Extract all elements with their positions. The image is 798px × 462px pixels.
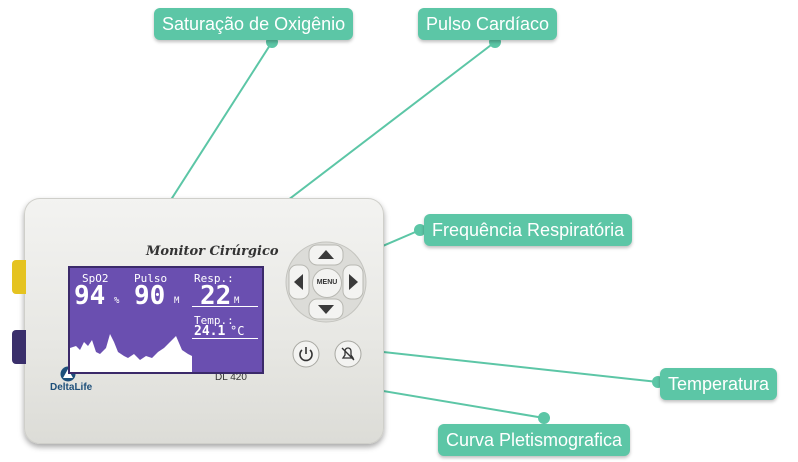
arrow-left-button[interactable] xyxy=(288,264,310,300)
callout-temp: Temperatura xyxy=(660,368,778,400)
temp-divider xyxy=(192,338,258,339)
spo2-label: SpO2 xyxy=(82,272,109,285)
yellow-side-connector xyxy=(12,260,26,294)
pulse-unit: M xyxy=(174,296,180,306)
alarm-silence-button[interactable] xyxy=(334,340,362,368)
callout-spo2: Saturação de Oxigênio xyxy=(154,8,354,40)
temp-unit: °C xyxy=(230,324,245,338)
arrow-right-button[interactable] xyxy=(342,264,364,300)
temp-value: 24.1 xyxy=(194,324,226,339)
plethysmograph-waveform xyxy=(70,334,192,372)
device-title: Monitor Cirúrgico xyxy=(146,244,279,259)
spo2-value: 94 xyxy=(74,281,106,311)
pulse-label: Pulso xyxy=(134,272,168,285)
spo2-unit: % xyxy=(114,296,120,306)
brand-name: DeltaLife xyxy=(50,382,93,393)
lcd-screen: SpO2 94 % Pulso 90 M Resp.: 22 M Temp.: … xyxy=(68,266,264,374)
arrow-up-button[interactable] xyxy=(308,244,344,266)
device-model: DL 420 xyxy=(215,372,247,383)
purple-side-connector xyxy=(12,330,26,364)
menu-button[interactable]: MENU xyxy=(312,268,342,298)
callout-resp: Frequência Respiratória xyxy=(424,214,633,246)
arrow-down-button[interactable] xyxy=(308,298,344,320)
power-button[interactable] xyxy=(292,340,320,368)
callout-pulse: Pulso Cardíaco xyxy=(418,8,558,40)
pleth-connector-dot-right xyxy=(538,412,550,424)
resp-divider xyxy=(192,306,258,307)
temp-label: Temp.: xyxy=(194,314,234,327)
power-icon xyxy=(299,349,313,362)
pulse-value: 90 xyxy=(134,281,166,311)
resp-unit: M xyxy=(234,296,240,306)
callout-pleth: Curva Pletismografica xyxy=(438,424,631,456)
resp-label: Resp.: xyxy=(194,272,234,285)
